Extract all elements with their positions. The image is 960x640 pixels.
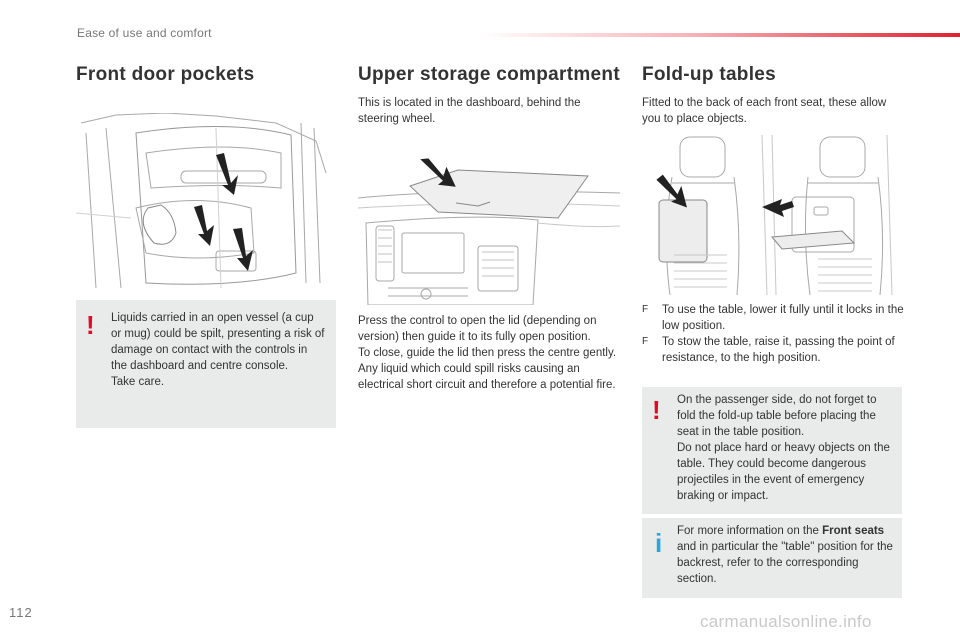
heading-upper-storage-compartment: Upper storage compartment (358, 64, 620, 85)
info-icon: i (655, 528, 663, 558)
warning-passenger-side: ! On the passenger side, do not forget t… (642, 387, 902, 514)
warning-liquids-text: Liquids carried in an open vessel (a cup… (111, 312, 325, 388)
upper-storage-body: Press the control to open the lid (depen… (358, 315, 617, 391)
arrow-icon (762, 199, 794, 217)
upper-storage-intro: This is located in the dashboard, behind… (358, 97, 581, 125)
page-number: 112 (9, 605, 33, 620)
info-bold-link-text: Front seats (822, 525, 885, 537)
warning-passenger-text: On the passenger side, do not forget to … (677, 394, 890, 502)
header-accent-line (480, 33, 960, 37)
info-front-seats: i For more information on the Front seat… (642, 518, 902, 598)
door-pocket-illustration (76, 113, 331, 290)
seat-table-illustration (642, 135, 897, 295)
warning-liquids: ! Liquids carried in an open vessel (a c… (76, 300, 336, 428)
arrow-icon (233, 228, 253, 271)
arrow-icon (656, 174, 687, 208)
arrow-icon (420, 158, 456, 187)
header-section-title: Ease of use and comfort (77, 26, 212, 40)
dashboard-compartment-illustration (358, 148, 620, 305)
fold-up-tables-intro: Fitted to the back of each front seat, t… (642, 97, 887, 125)
heading-fold-up-tables: Fold-up tables (642, 64, 777, 85)
bullet-icon: F (642, 336, 649, 347)
watermark: carmanualsonline.info (700, 612, 872, 631)
arrow-icon (194, 205, 214, 246)
arrow-icon (216, 153, 238, 195)
warning-icon: ! (86, 310, 95, 340)
warning-icon: ! (652, 395, 661, 425)
heading-front-door-pockets: Front door pockets (76, 64, 255, 85)
info-front-seats-text: For more information on the Front seats … (677, 525, 893, 585)
bullet-icon: F (642, 304, 649, 315)
